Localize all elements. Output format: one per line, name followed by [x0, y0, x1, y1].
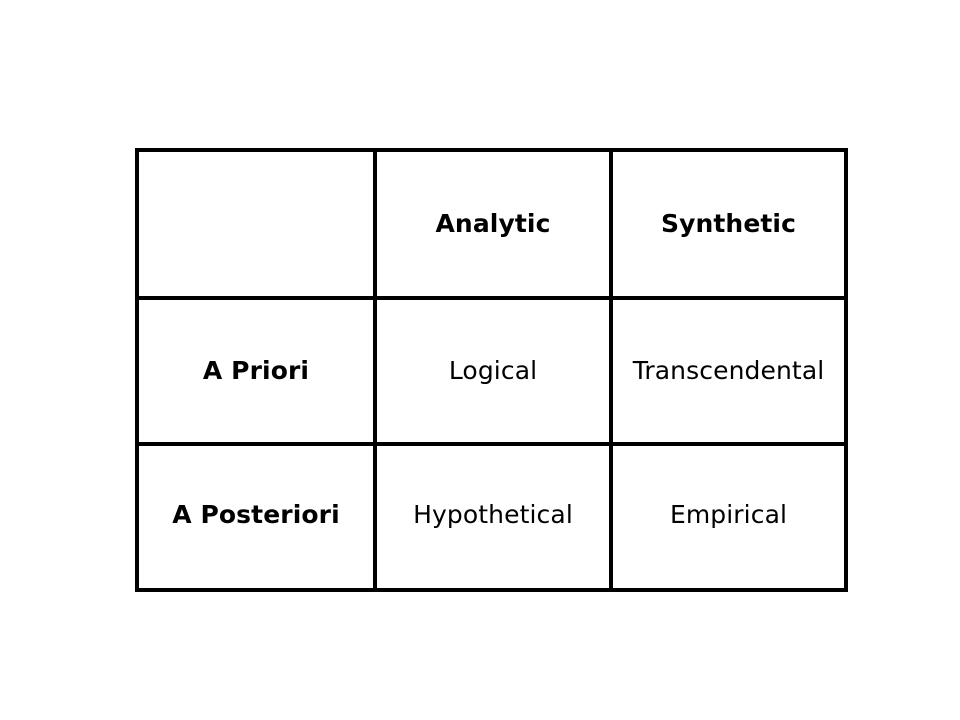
- cell-apriori-analytic-label: Logical: [448, 356, 538, 386]
- table-row: A Posteriori Hypothetical Empirical: [135, 442, 848, 592]
- column-header-synthetic-label: Synthetic: [660, 209, 797, 239]
- cell-aposteriori-analytic-label: Hypothetical: [413, 500, 573, 530]
- row-header-a-priori-label: A Priori: [202, 356, 310, 386]
- corner-cell: [135, 148, 377, 300]
- row-header-a-posteriori: A Posteriori: [135, 442, 377, 592]
- table-header-row: Analytic Synthetic: [135, 148, 848, 300]
- row-header-a-priori: A Priori: [135, 296, 377, 446]
- column-header-analytic-label: Analytic: [435, 209, 551, 239]
- cell-aposteriori-analytic: Hypothetical: [373, 442, 613, 592]
- column-header-analytic: Analytic: [373, 148, 613, 300]
- analytic-synthetic-matrix: Analytic Synthetic A Priori Logical Tran…: [135, 148, 848, 592]
- cell-apriori-synthetic: Transcendental: [609, 296, 848, 446]
- row-header-a-posteriori-label: A Posteriori: [172, 500, 340, 530]
- cell-apriori-synthetic-label: Transcendental: [632, 356, 825, 386]
- table-row: A Priori Logical Transcendental: [135, 296, 848, 446]
- matrix-body: Analytic Synthetic A Priori Logical Tran…: [135, 148, 848, 592]
- cell-aposteriori-synthetic-label: Empirical: [669, 500, 788, 530]
- cell-apriori-analytic: Logical: [373, 296, 613, 446]
- cell-aposteriori-synthetic: Empirical: [609, 442, 848, 592]
- column-header-synthetic: Synthetic: [609, 148, 848, 300]
